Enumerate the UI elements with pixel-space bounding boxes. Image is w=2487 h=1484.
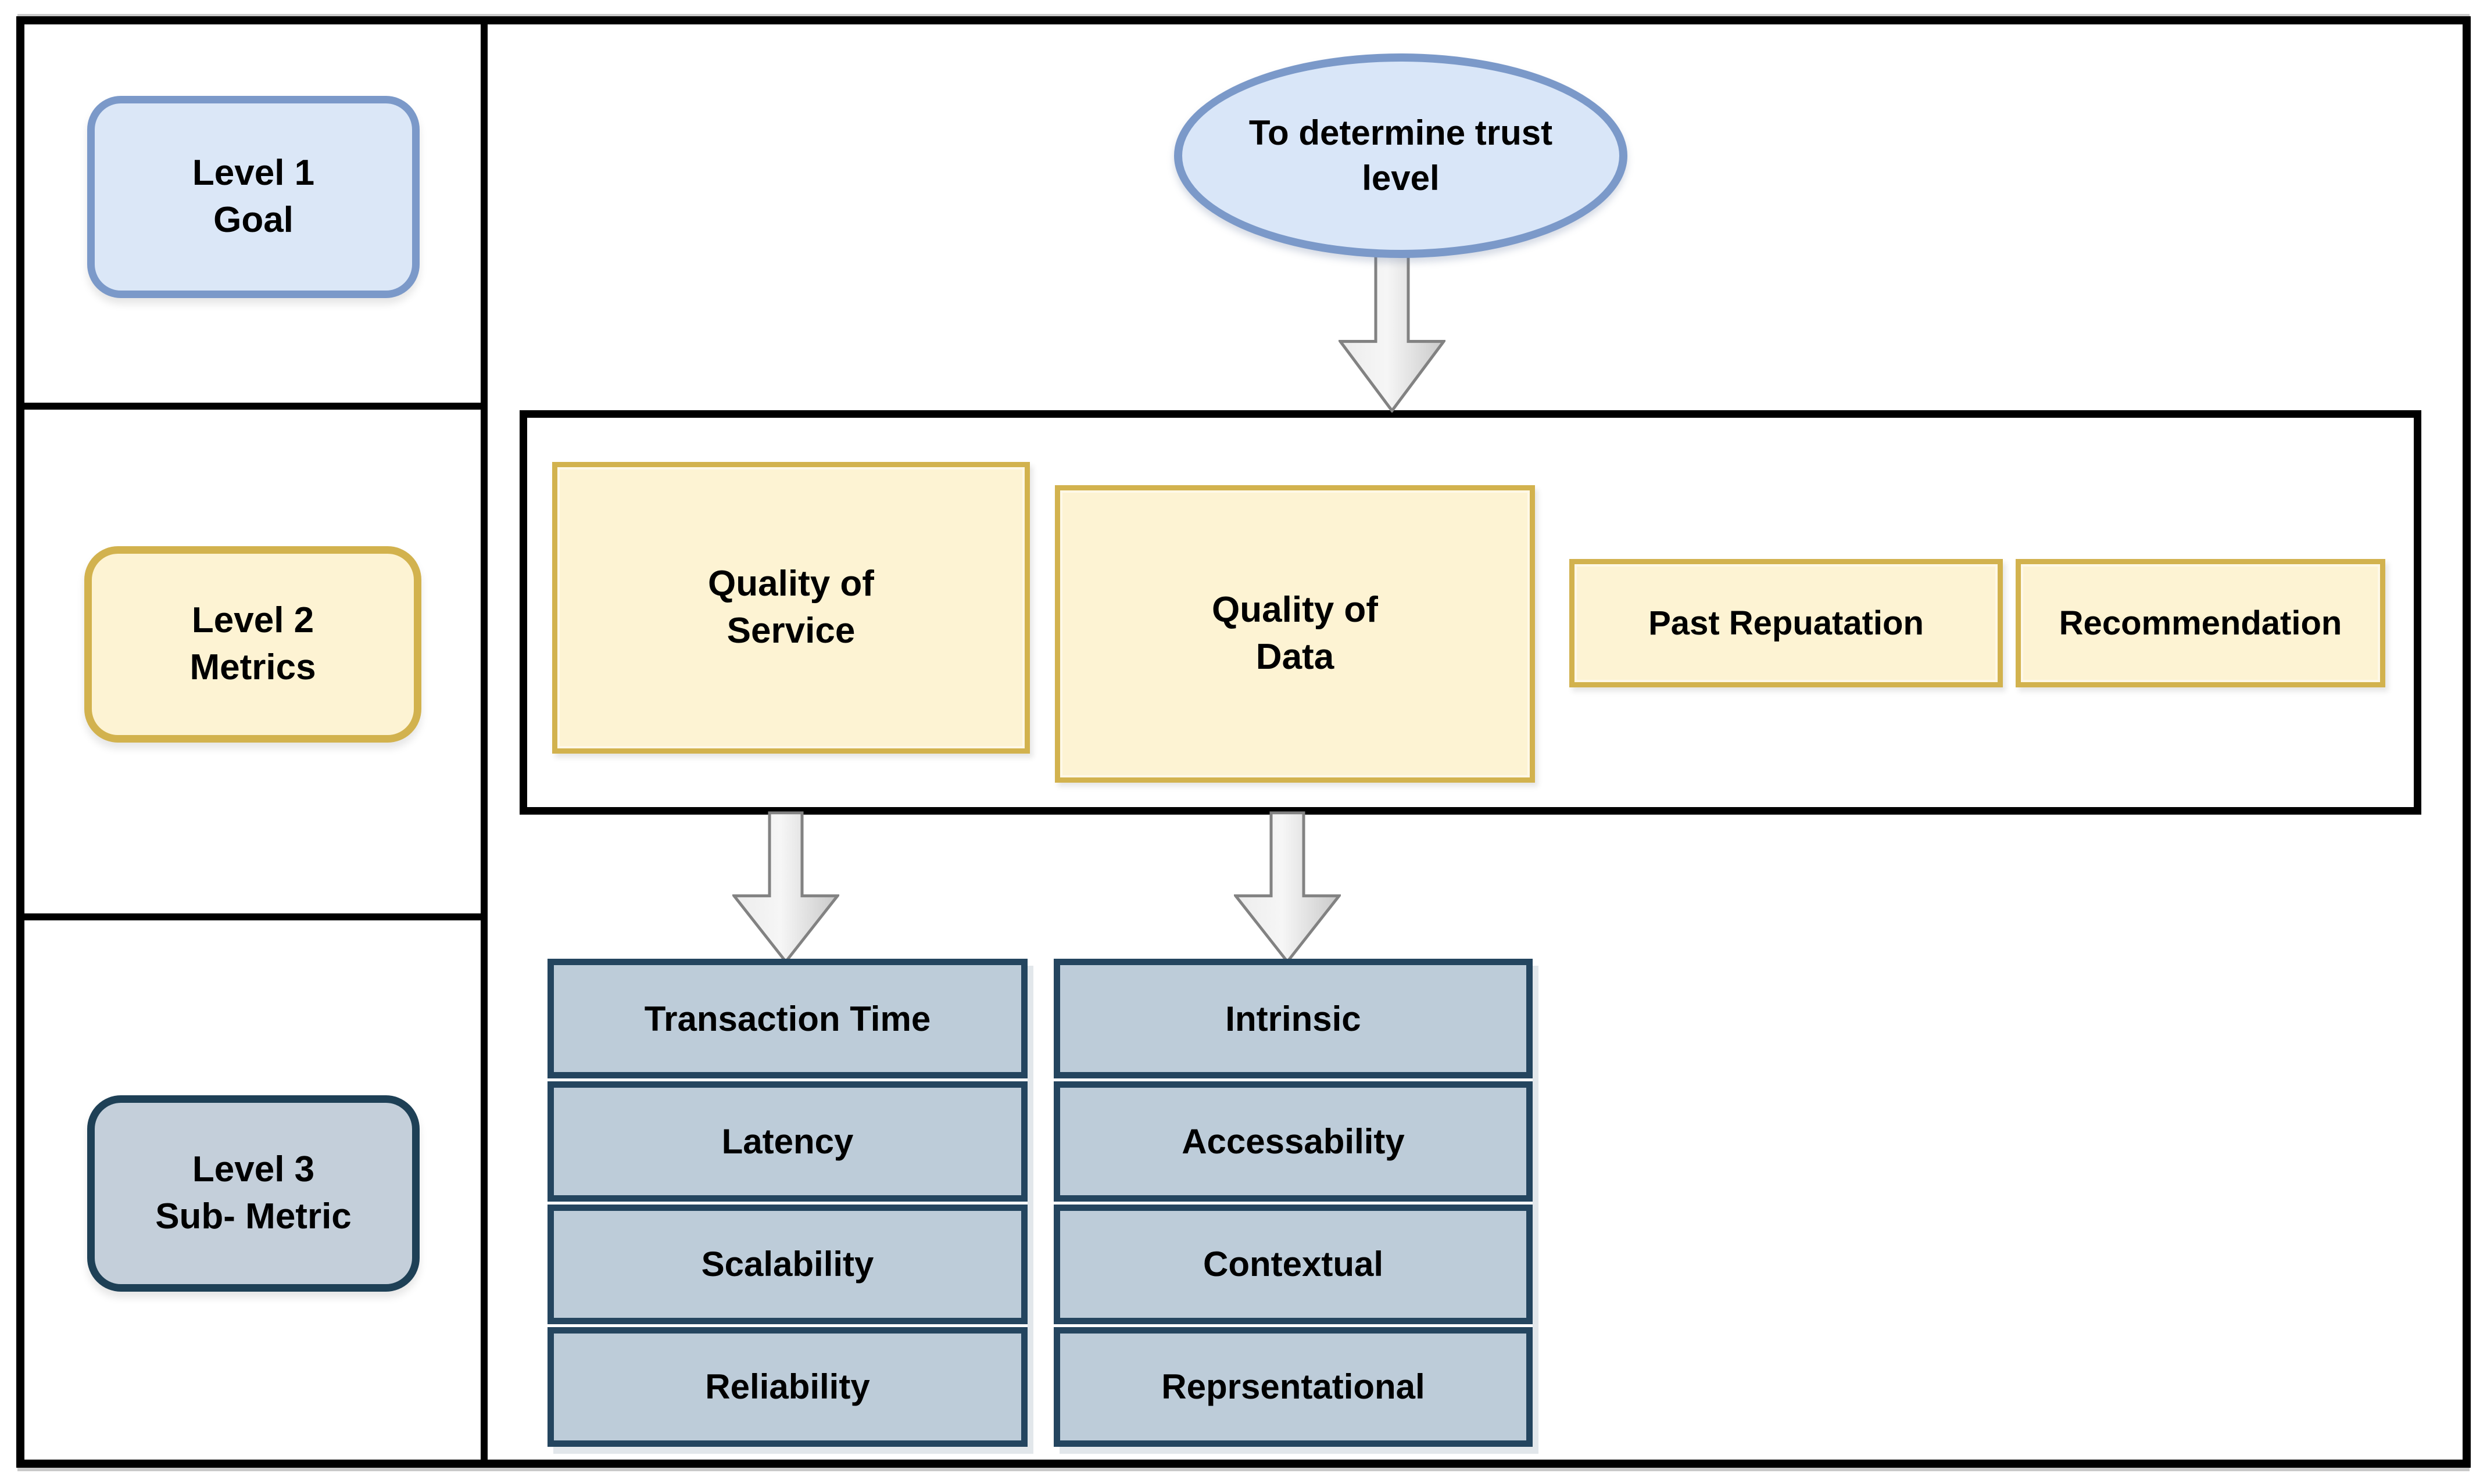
metric-quality-of-data-label: Quality of Data	[1212, 590, 1378, 677]
submetric-scalability: Scalability	[548, 1204, 1028, 1324]
goal-ellipse: To determine trust level	[1174, 53, 1627, 258]
submetric-intrinsic: Intrinsic	[1054, 959, 1533, 1079]
metric-quality-of-service-label: Quality of Service	[708, 564, 874, 651]
qos-submetric-stack: Transaction Time Latency Scalability Rel…	[548, 959, 1028, 1447]
metric-recommendation: Recommendation	[2016, 559, 2385, 687]
submetric-accessability: Accessability	[1054, 1081, 1533, 1202]
goal-ellipse-label: To determine trust level	[1248, 113, 1553, 198]
down-arrow-qod-to-submetrics	[1234, 811, 1341, 963]
left-row-divider-top	[24, 403, 481, 410]
metric-past-reputation-label: Past Repuatation	[1648, 604, 1924, 642]
submetric-reprsentational: Reprsentational	[1054, 1327, 1533, 1447]
level3-submetric-label: Level 3 Sub- Metric	[155, 1149, 352, 1236]
submetric-reliability: Reliability	[548, 1327, 1028, 1447]
level1-goal-label: Level 1 Goal	[192, 153, 315, 240]
submetric-latency: Latency	[548, 1081, 1028, 1202]
level3-submetric-label-box: Level 3 Sub- Metric	[87, 1095, 420, 1292]
down-arrow-goal-to-metrics	[1339, 252, 1445, 413]
metric-recommendation-label: Recommendation	[2059, 604, 2342, 642]
level1-goal-label-box: Level 1 Goal	[87, 96, 420, 298]
level2-metrics-label-box: Level 2 Metrics	[84, 546, 421, 743]
column-divider-line	[481, 24, 488, 1460]
level2-metrics-label: Level 2 Metrics	[189, 600, 316, 687]
metric-past-reputation: Past Repuatation	[1569, 559, 2003, 687]
outer-frame	[16, 16, 2471, 1468]
metric-quality-of-data: Quality of Data	[1055, 485, 1535, 783]
down-arrow-qos-to-submetrics	[732, 811, 839, 963]
left-row-divider-bottom	[24, 913, 481, 920]
qod-submetric-stack: Intrinsic Accessability Contextual Reprs…	[1054, 959, 1533, 1447]
submetric-contextual: Contextual	[1054, 1204, 1533, 1324]
metrics-container: Quality of Service Quality of Data Past …	[520, 410, 2421, 815]
metric-quality-of-service: Quality of Service	[552, 462, 1030, 754]
submetric-transaction-time: Transaction Time	[548, 959, 1028, 1079]
